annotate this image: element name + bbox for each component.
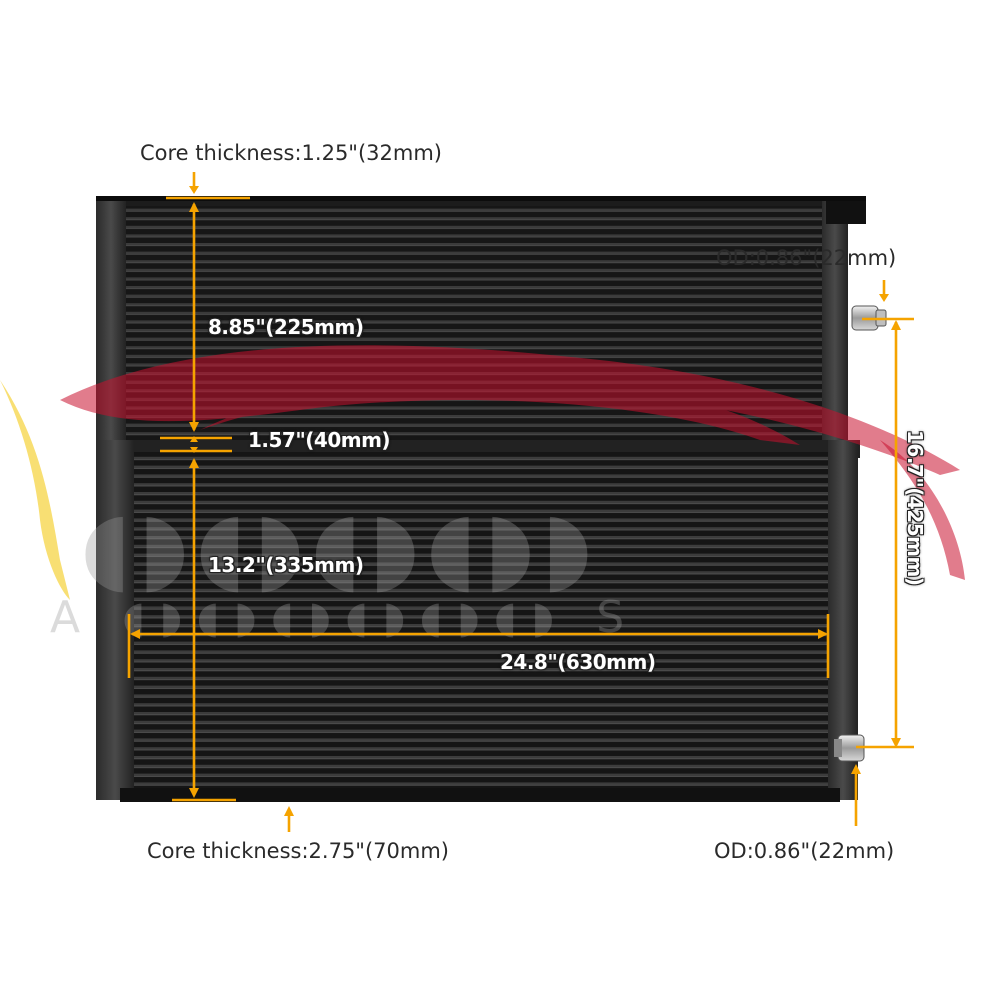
watermark-logo [0,380,70,600]
upper-core [96,196,866,446]
od-bottom-label: OD:0.86"(22mm) [714,839,895,863]
total-height-label: 16.7"(425mm) [903,430,927,586]
upper-height-label: 8.85"(225mm) [208,315,364,339]
lower-height-label: 13.2"(335mm) [208,553,364,577]
svg-text:◖◗◖◗◖◗◖◗◗: ◖◗◖◗◖◗◖◗◗ [80,490,599,604]
od-top-label: OD:0.86"(22mm) [716,246,897,270]
lower-fitting [834,734,865,762]
dimension-arrows [127,172,914,832]
width-label: 24.8"(630mm) [500,650,656,674]
gap-height-label: 1.57"(40mm) [248,428,391,452]
lower-core [96,440,860,802]
core-thickness-top-label: Core thickness:1.25"(32mm) [140,141,442,165]
core-thickness-bottom-label: Core thickness:2.75"(70mm) [147,839,449,863]
